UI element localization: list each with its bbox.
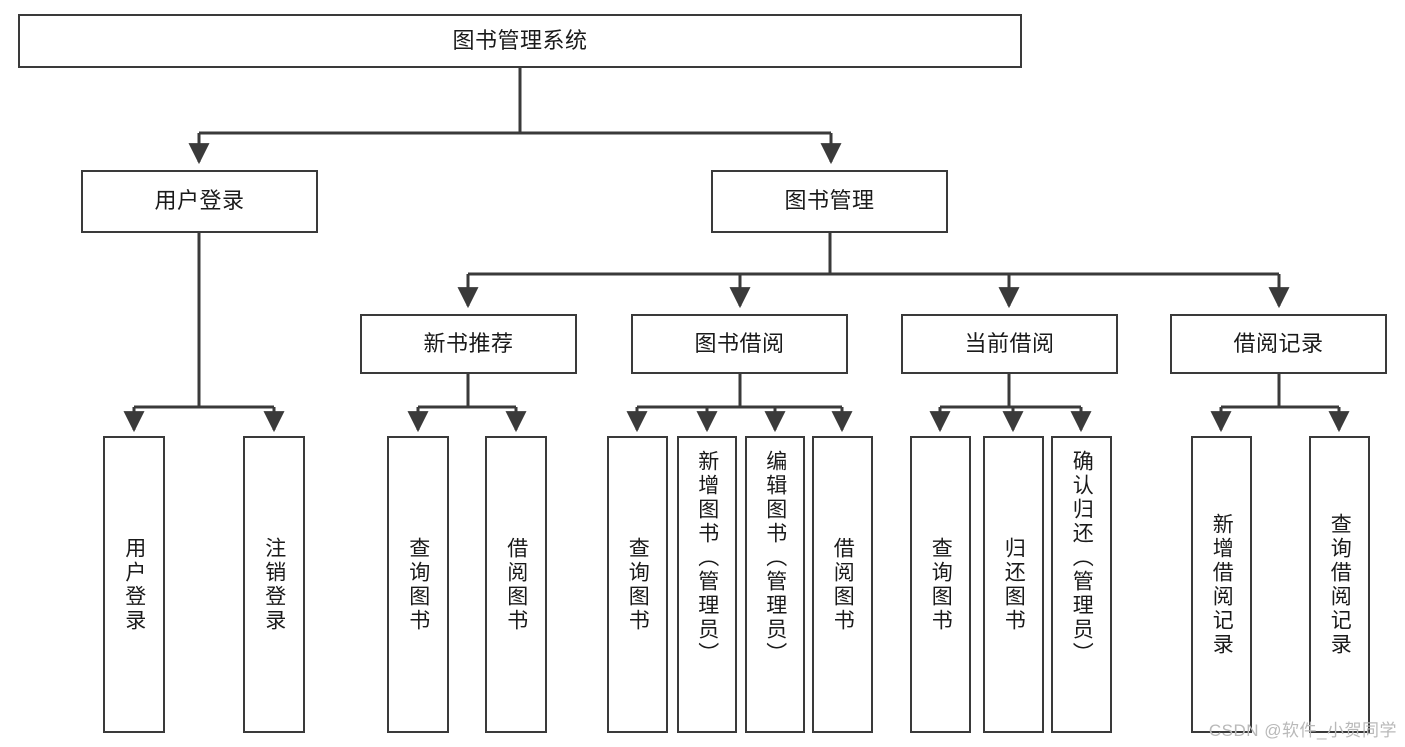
node-leaf-add-book-admin-label: 新增图书（管理员） bbox=[695, 450, 719, 666]
node-leaf-user-login[interactable]: 用户登录 bbox=[103, 436, 165, 733]
node-leaf-query-book-borrow-label: 查询图书 bbox=[626, 536, 650, 633]
node-leaf-return-book[interactable]: 归还图书 bbox=[983, 436, 1044, 733]
node-leaf-user-logout-label: 注销登录 bbox=[262, 536, 286, 633]
node-leaf-add-borrow-record-label: 新增借阅记录 bbox=[1210, 512, 1234, 657]
node-leaf-add-book-admin[interactable]: 新增图书（管理员） bbox=[677, 436, 737, 733]
node-book-borrow[interactable]: 图书借阅 bbox=[631, 314, 848, 374]
node-root-label: 图书管理系统 bbox=[452, 27, 588, 53]
node-current-borrow[interactable]: 当前借阅 bbox=[901, 314, 1118, 374]
node-leaf-edit-book-admin[interactable]: 编辑图书（管理员） bbox=[745, 436, 805, 733]
node-leaf-user-logout[interactable]: 注销登录 bbox=[243, 436, 305, 733]
node-root[interactable]: 图书管理系统 bbox=[18, 14, 1022, 68]
node-leaf-query-book-borrow[interactable]: 查询图书 bbox=[607, 436, 668, 733]
edge-currentborrow-to-leaves bbox=[929, 374, 1092, 433]
node-leaf-user-login-label: 用户登录 bbox=[122, 536, 146, 633]
node-leaf-return-book-label: 归还图书 bbox=[1002, 536, 1026, 633]
node-book-manage[interactable]: 图书管理 bbox=[711, 170, 948, 233]
node-leaf-edit-book-admin-label: 编辑图书（管理员） bbox=[763, 450, 787, 666]
edge-root-to-level2 bbox=[188, 68, 842, 165]
node-new-book-recommend-label: 新书推荐 bbox=[423, 330, 514, 356]
node-borrow-record-label: 借阅记录 bbox=[1233, 330, 1324, 356]
node-book-manage-label: 图书管理 bbox=[784, 188, 875, 214]
node-leaf-borrow-book-label: 借阅图书 bbox=[831, 536, 855, 633]
edge-bookmanage-to-level3 bbox=[457, 233, 1290, 309]
node-leaf-borrow-book[interactable]: 借阅图书 bbox=[812, 436, 873, 733]
node-leaf-add-borrow-record[interactable]: 新增借阅记录 bbox=[1191, 436, 1252, 733]
node-leaf-query-book-current-label: 查询图书 bbox=[929, 536, 953, 633]
node-leaf-borrow-book-rec-label: 借阅图书 bbox=[504, 536, 528, 633]
node-leaf-borrow-book-rec[interactable]: 借阅图书 bbox=[485, 436, 547, 733]
node-leaf-query-book-rec[interactable]: 查询图书 bbox=[387, 436, 449, 733]
edge-borrowrecord-to-leaves bbox=[1210, 374, 1350, 433]
node-leaf-query-borrow-record-label: 查询借阅记录 bbox=[1328, 512, 1352, 657]
node-leaf-query-book-current[interactable]: 查询图书 bbox=[910, 436, 971, 733]
edge-bookborrow-to-leaves bbox=[626, 374, 853, 433]
node-user-login[interactable]: 用户登录 bbox=[81, 170, 318, 233]
node-book-borrow-label: 图书借阅 bbox=[694, 330, 785, 356]
node-new-book-recommend[interactable]: 新书推荐 bbox=[360, 314, 577, 374]
edge-userlogin-to-leaves bbox=[123, 233, 285, 433]
node-leaf-confirm-return-admin[interactable]: 确认归还（管理员） bbox=[1051, 436, 1112, 733]
node-user-login-label: 用户登录 bbox=[154, 188, 245, 214]
node-leaf-confirm-return-admin-label: 确认归还（管理员） bbox=[1070, 450, 1094, 666]
node-leaf-query-book-rec-label: 查询图书 bbox=[406, 536, 430, 633]
node-current-borrow-label: 当前借阅 bbox=[964, 330, 1055, 356]
edge-newbook-to-leaves bbox=[407, 374, 527, 433]
node-borrow-record[interactable]: 借阅记录 bbox=[1170, 314, 1387, 374]
node-leaf-query-borrow-record[interactable]: 查询借阅记录 bbox=[1309, 436, 1370, 733]
